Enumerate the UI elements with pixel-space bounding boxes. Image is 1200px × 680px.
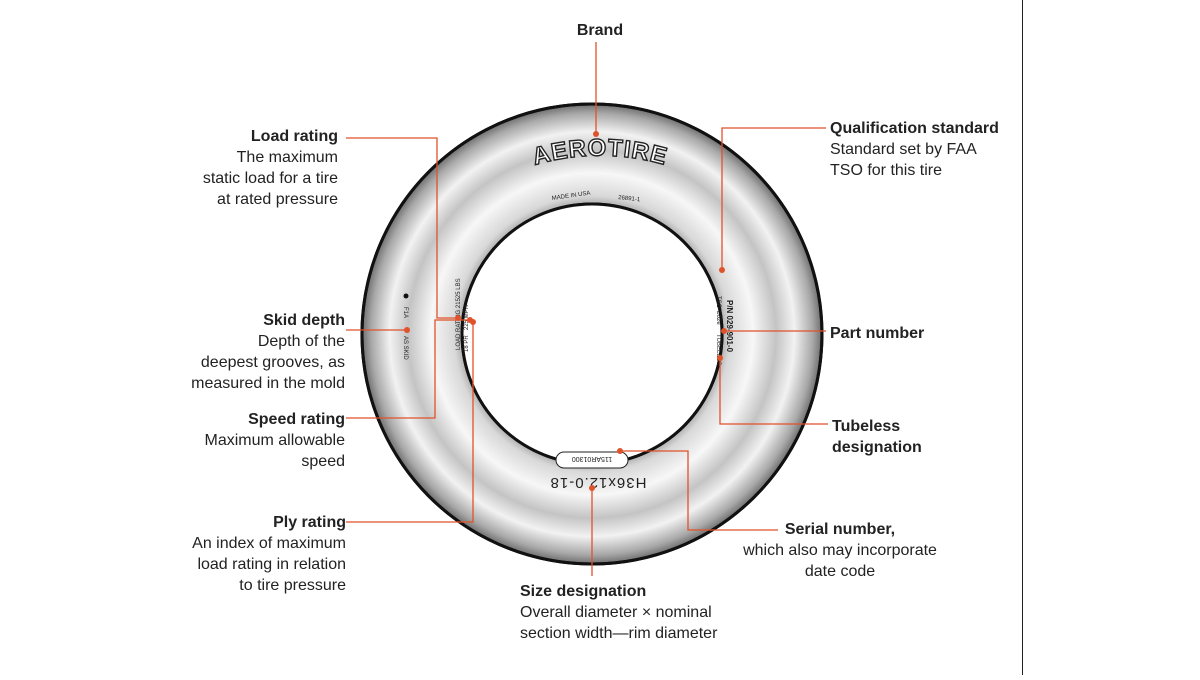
tire-body — [360, 102, 824, 566]
frame-divider — [1022, 0, 1023, 675]
tubeless-title-2: designation — [832, 439, 922, 456]
size-text: H36x12.0-18 — [550, 474, 647, 491]
callout-serial-number: Serial number, which also may incorporat… — [730, 519, 950, 582]
callout-skid-depth: Skid depth Depth of the deepest grooves,… — [140, 310, 345, 394]
load-rating-desc-3: at rated pressure — [217, 191, 338, 208]
part-number-title: Part number — [830, 325, 925, 342]
callout-load-rating: Load rating The maximum static load for … — [140, 126, 338, 210]
f1a-text: F1A — [402, 307, 408, 318]
made-in-text: MADE IN USA — [551, 191, 590, 202]
leader-tubeless — [719, 358, 828, 425]
callout-part-number: Part number — [830, 323, 980, 344]
code-text: 26891-1 — [618, 195, 641, 203]
serial-number-desc-2: date code — [804, 563, 876, 580]
size-designation-desc-1: Overall diameter × nominal — [520, 604, 712, 621]
skid-depth-desc-1: Depth of the — [257, 333, 345, 350]
serial-badge — [555, 451, 629, 469]
load-text: LOAD RATING 21525 LBS — [456, 278, 462, 350]
tubeless-title-1: Tubeless — [832, 418, 901, 435]
qualification-desc-2: TSO for this tire — [830, 162, 943, 179]
leader-serial — [620, 450, 778, 531]
ply-rating-desc-2: load rating in relation — [197, 556, 346, 573]
skid-text: AS SKID — [402, 336, 408, 360]
ply-rating-desc-3: to tire pressure — [239, 577, 346, 594]
ply-rating-desc-1: An index of maximum — [192, 535, 346, 552]
callout-qualification: Qualification standard Standard set by F… — [830, 118, 1015, 181]
leader-qual — [721, 127, 826, 270]
qualification-title: Qualification standard — [830, 120, 999, 137]
callout-size-designation: Size designation Overall diameter × nomi… — [520, 581, 760, 644]
size-designation-desc-2: section width—rim diameter — [520, 625, 718, 642]
serial-number-desc-1: which also may incorporate — [743, 542, 937, 559]
callout-speed-rating: Speed rating Maximum allowable speed — [140, 409, 346, 472]
size-designation-title: Size designation — [520, 583, 647, 600]
qualification-desc-1: Standard set by FAA — [830, 141, 977, 158]
tso-text: TSO-C62e — [715, 296, 721, 325]
load-rating-desc-1: The maximum — [236, 149, 338, 166]
leader-ply — [346, 322, 474, 523]
leader-load — [346, 137, 458, 319]
speed-rating-title: Speed rating — [248, 411, 345, 428]
speed-text: 225 MPH — [464, 305, 470, 330]
load-rating-title: Load rating — [250, 128, 338, 145]
serial-text: 115AR01300 — [572, 455, 612, 462]
leader-speed — [346, 319, 470, 419]
pn-text: P/N 029-901-0 — [725, 300, 734, 353]
callout-brand: Brand — [560, 20, 640, 41]
serial-number-title: Serial number, — [784, 521, 896, 538]
speed-rating-desc-1: Maximum allowable — [204, 432, 346, 449]
ply-rating-title: Ply rating — [273, 514, 346, 531]
skid-depth-desc-2: deepest grooves, as — [200, 354, 345, 371]
leader-dots — [404, 131, 727, 491]
speed-rating-desc-2: speed — [301, 453, 345, 470]
skid-depth-desc-3: measured in the mold — [191, 375, 345, 392]
leader-lines — [346, 42, 828, 576]
load-rating-desc-2: static load for a tire — [202, 170, 338, 187]
callout-ply-rating: Ply rating An index of maximum load rati… — [140, 512, 346, 596]
callout-tubeless: Tubeless designation — [832, 416, 982, 458]
skid-depth-title: Skid depth — [263, 312, 345, 329]
tubeless-text: TUBELESS — [715, 334, 721, 365]
callout-brand-title: Brand — [576, 22, 624, 39]
ply-text: 18 PR — [464, 335, 470, 352]
